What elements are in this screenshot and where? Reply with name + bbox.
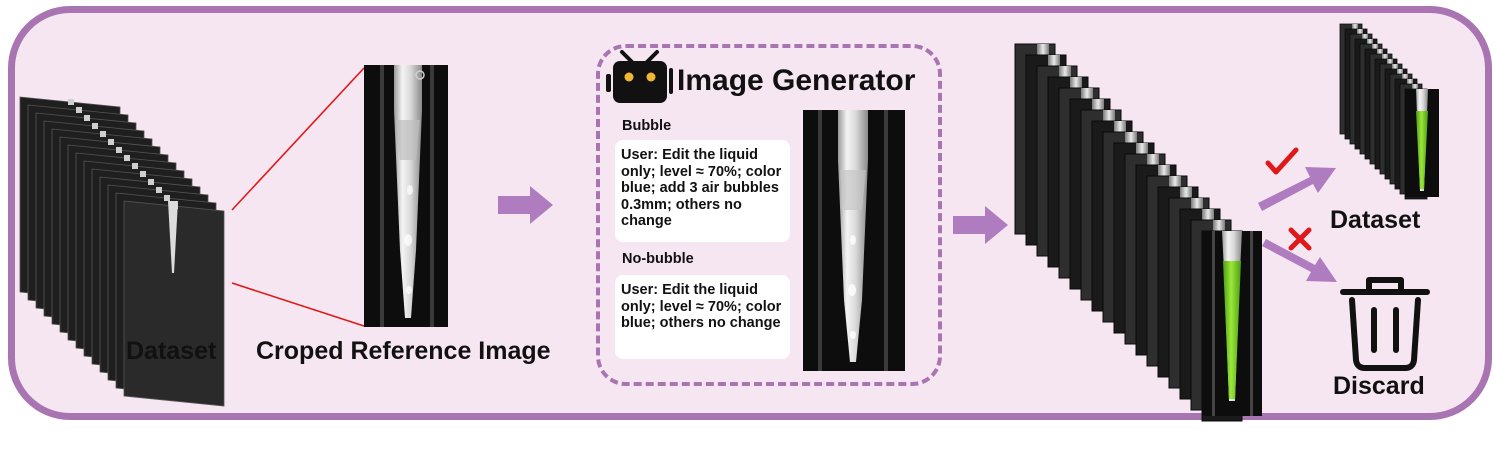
- generated-front-slide: [1202, 231, 1262, 416]
- arrow-generator-to-stack: [953, 206, 1008, 244]
- generated-image-stack: [1014, 43, 1262, 422]
- discard-label: Discard: [1333, 372, 1425, 400]
- arrow-reject: [1262, 239, 1337, 282]
- check-icon: [1265, 147, 1299, 175]
- input-dataset-stack: [19, 96, 225, 407]
- no-bubble-heading: No-bubble: [622, 251, 694, 267]
- no-bubble-prompt-card: User: Edit the liquid only; level ≈ 70%;…: [615, 275, 790, 359]
- cropped-reference-image: [364, 65, 448, 327]
- arrow-crop-to-generator: [498, 186, 553, 224]
- crop-connector-bottom: [231, 282, 365, 327]
- dataset-front-tip: [168, 201, 178, 273]
- accepted-dataset-label: Dataset: [1330, 206, 1421, 234]
- robot-tv-icon: [606, 50, 673, 103]
- image-generator-title: Image Generator: [677, 64, 916, 97]
- accepted-dataset-stack: [1339, 23, 1439, 200]
- input-dataset-label: Dataset: [126, 337, 217, 365]
- crop-connector-top: [231, 67, 365, 211]
- trash-icon: [1340, 277, 1430, 371]
- accepted-front-slide: [1405, 89, 1439, 197]
- bubble-heading: Bubble: [622, 118, 672, 134]
- generated-sample-image: [803, 110, 905, 371]
- arrow-accept: [1258, 167, 1336, 211]
- image-generator-box: [596, 44, 942, 386]
- cross-icon: [1288, 227, 1312, 251]
- bubble-prompt-text: User: Edit the liquid only; level ≈ 70%;…: [621, 147, 782, 229]
- no-bubble-prompt-text: User: Edit the liquid only; level ≈ 70%;…: [621, 282, 782, 331]
- cropped-reference-label: Croped Reference Image: [256, 337, 551, 365]
- bubble-prompt-card: User: Edit the liquid only; level ≈ 70%;…: [615, 140, 790, 242]
